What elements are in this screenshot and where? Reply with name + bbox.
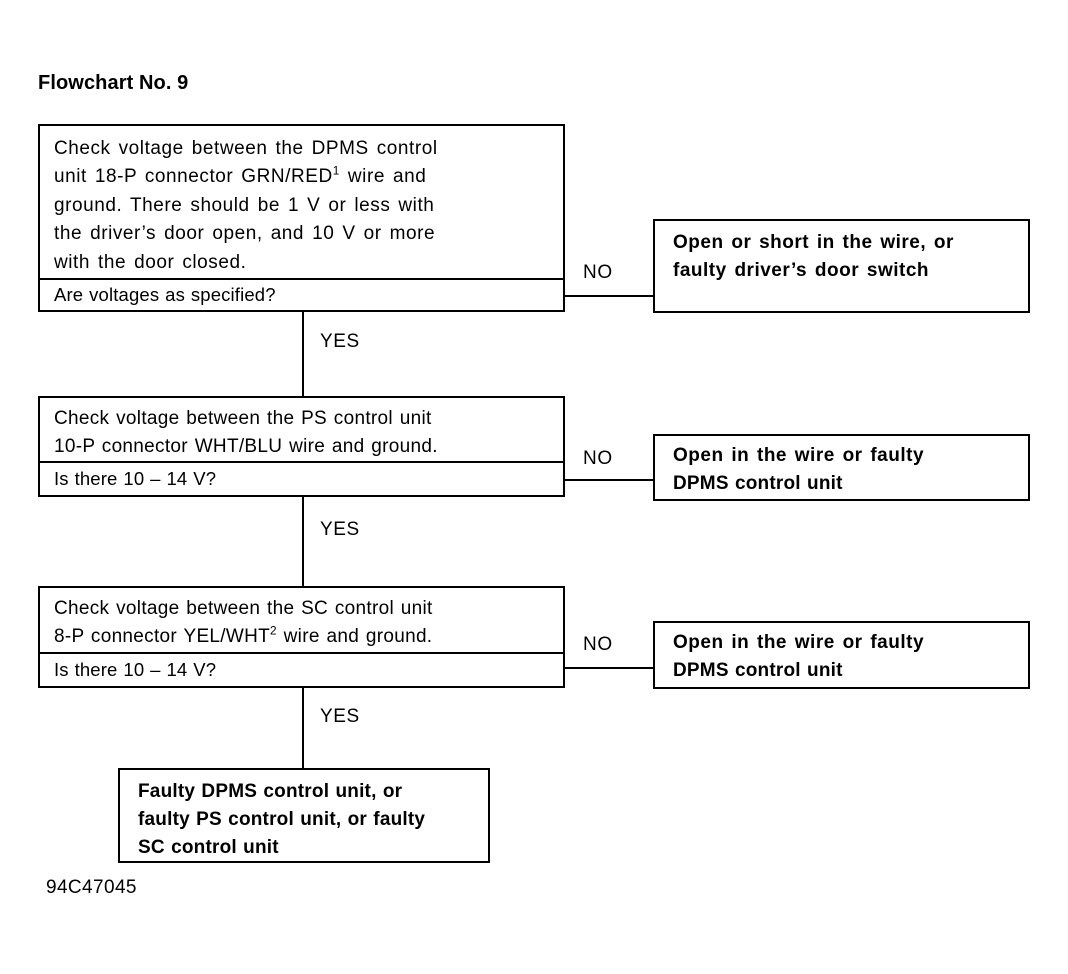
step-2-yes-connector <box>302 496 304 587</box>
step-3-yes-label: YES <box>320 706 360 727</box>
step-3-question-section: Is there 10 – 14 V? <box>40 652 563 686</box>
step-2-no-connector <box>565 479 653 481</box>
step-1-instruction-line-2: unit 18-P connector GRN/RED1 wire and <box>54 165 427 188</box>
step-2-no-result-line-2: DPMS control unit <box>673 473 843 494</box>
final-outcome-text: Faulty DPMS control unit, or faulty PS c… <box>138 781 426 858</box>
step-1-box: Check voltage between the DPMS control u… <box>38 124 565 312</box>
step-3-box: Check voltage between the SC control uni… <box>38 586 565 688</box>
step-3-question-text: Is there 10 – 14 V? <box>54 659 217 680</box>
step-3-yes-connector <box>302 687 304 768</box>
step-1-instruction-text: Check voltage between the DPMS control u… <box>54 138 438 273</box>
step-1-no-result-section: Open or short in the wire, or faulty dri… <box>655 221 1028 311</box>
step-1-no-result-text: Open or short in the wire, or faulty dri… <box>673 232 954 281</box>
step-1-instruction-section: Check voltage between the DPMS control u… <box>40 126 563 278</box>
step-3-no-result-box: Open in the wire or faulty DPMS control … <box>653 621 1030 689</box>
step-3-no-result-text: Open in the wire or faulty DPMS control … <box>673 632 925 681</box>
step-2-question-section: Is there 10 – 14 V? <box>40 461 563 495</box>
footnote-marker-2: 2 <box>270 624 277 638</box>
step-3-instruction-section: Check voltage between the SC control uni… <box>40 588 563 652</box>
step-2-no-result-box: Open in the wire or faulty DPMS control … <box>653 434 1030 501</box>
step-3-no-label: NO <box>583 634 613 655</box>
step-1-question-section: Are voltages as specified? <box>40 278 563 310</box>
final-outcome-box: Faulty DPMS control unit, or faulty PS c… <box>118 768 490 863</box>
step-2-instruction-section: Check voltage between the PS control uni… <box>40 398 563 461</box>
step-3-instruction-line-2: 8-P connector YEL/WHT2 wire and ground. <box>54 624 433 647</box>
page-title: Flowchart No. 9 <box>38 72 189 94</box>
step-1-question-text: Are voltages as specified? <box>54 284 276 305</box>
step-3-no-result-section: Open in the wire or faulty DPMS control … <box>655 623 1028 687</box>
figure-code: 94C47045 <box>46 877 137 898</box>
footnote-marker-1: 1 <box>332 165 340 179</box>
step-1-yes-label: YES <box>320 331 360 352</box>
step-1-no-connector <box>565 295 653 297</box>
step-2-box: Check voltage between the PS control uni… <box>38 396 565 497</box>
step-2-question-text: Is there 10 – 14 V? <box>54 468 217 489</box>
step-1-no-result-box: Open or short in the wire, or faulty dri… <box>653 219 1030 313</box>
step-3-no-result-line-2: DPMS control unit <box>673 660 843 681</box>
step-1-yes-connector <box>302 311 304 397</box>
final-outcome-section: Faulty DPMS control unit, or faulty PS c… <box>120 770 488 861</box>
step-3-no-connector <box>565 667 653 669</box>
step-3-instruction-text: Check voltage between the SC control uni… <box>54 598 433 647</box>
step-1-no-label: NO <box>583 262 613 283</box>
step-2-yes-label: YES <box>320 519 360 540</box>
step-2-no-result-text: Open in the wire or faulty DPMS control … <box>673 445 925 494</box>
step-2-no-label: NO <box>583 448 613 469</box>
step-2-no-result-section: Open in the wire or faulty DPMS control … <box>655 436 1028 499</box>
step-2-instruction-text: Check voltage between the PS control uni… <box>54 408 438 457</box>
